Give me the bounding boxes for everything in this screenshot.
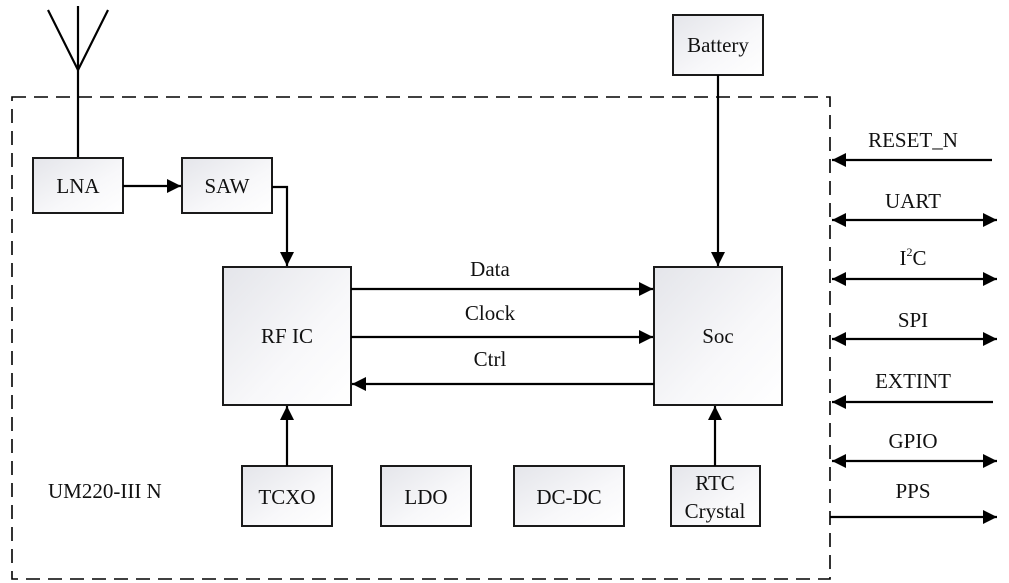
saw-to-rfic-arrow — [272, 185, 294, 266]
svg-text:UART: UART — [885, 189, 941, 213]
antenna-icon — [47, 6, 109, 158]
svg-text:Soc: Soc — [702, 324, 734, 348]
svg-text:LDO: LDO — [404, 485, 447, 509]
ctrl-signal-label: Ctrl — [474, 347, 507, 371]
interface-spi: SPI — [832, 308, 997, 346]
lna-block: LNA — [32, 157, 124, 214]
data-signal-label: Data — [470, 257, 510, 281]
interface-i2c: I2C — [832, 245, 997, 286]
interface-gpio: GPIO — [832, 429, 997, 468]
svg-text:EXTINT: EXTINT — [875, 369, 951, 393]
svg-text:RTC: RTC — [695, 471, 735, 495]
svg-text:SAW: SAW — [205, 174, 250, 198]
tcxo-block: TCXO — [241, 465, 333, 527]
clock-signal-label: Clock — [465, 301, 516, 325]
saw-block: SAW — [181, 157, 273, 214]
interface-pps: PPS — [830, 479, 997, 524]
svg-text:LNA: LNA — [56, 174, 100, 198]
interface-reset-n: RESET_N — [832, 128, 992, 167]
svg-text:I2C: I2C — [899, 245, 926, 270]
interface-uart: UART — [832, 189, 997, 227]
svg-text:PPS: PPS — [895, 479, 930, 503]
svg-text:TCXO: TCXO — [258, 485, 315, 509]
dcdc-block: DC-DC — [513, 465, 625, 527]
soc-block: Soc — [653, 266, 783, 406]
svg-text:GPIO: GPIO — [888, 429, 937, 453]
interface-extint: EXTINT — [832, 369, 993, 409]
svg-text:RESET_N: RESET_N — [868, 128, 958, 152]
svg-text:RF IC: RF IC — [261, 324, 313, 348]
rfic-block: RF IC — [222, 266, 352, 406]
rtc-crystal-block: RTC Crystal — [670, 465, 761, 527]
svg-text:Battery: Battery — [687, 33, 749, 57]
module-name-label: UM220-III N — [48, 479, 162, 503]
module-boundary — [11, 96, 831, 580]
svg-text:SPI: SPI — [898, 308, 928, 332]
svg-text:Crystal: Crystal — [685, 499, 746, 523]
svg-text:DC-DC: DC-DC — [536, 485, 601, 509]
ldo-block: LDO — [380, 465, 472, 527]
battery-block: Battery — [672, 14, 764, 76]
